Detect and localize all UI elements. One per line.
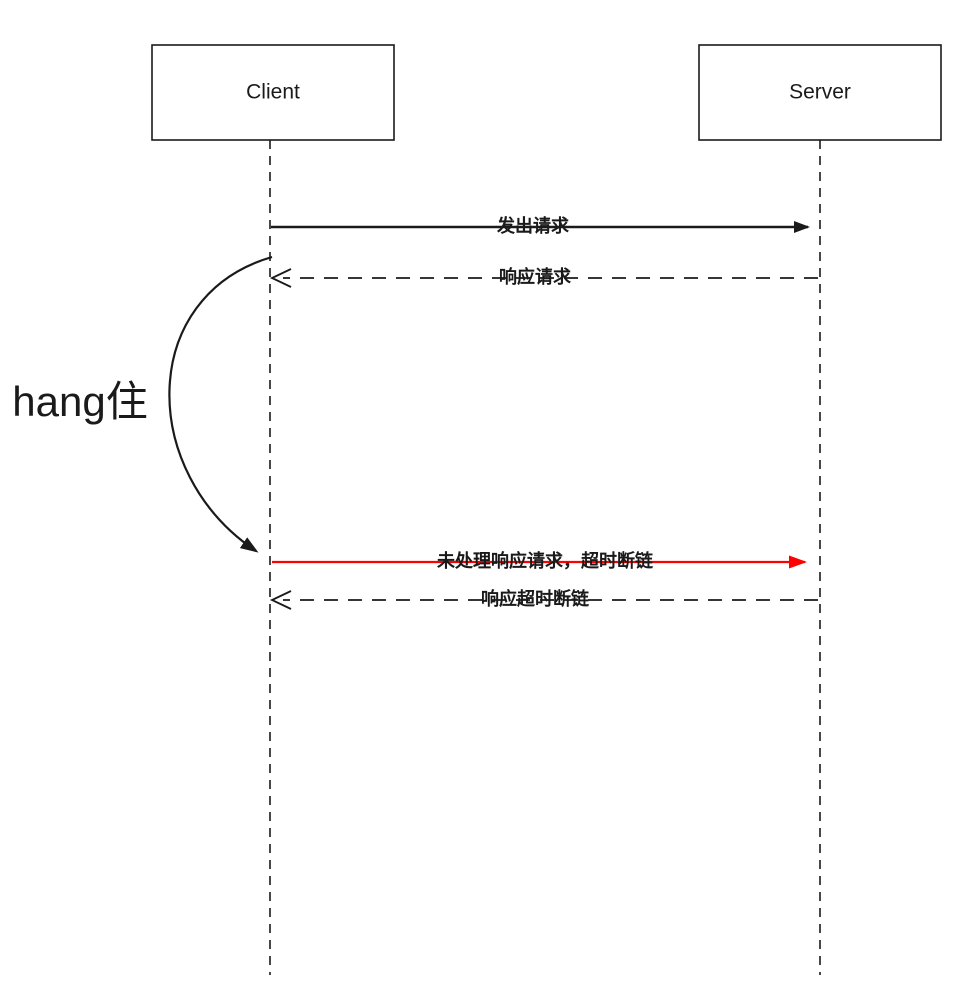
actor-box-server	[698, 44, 942, 141]
hang-annotation: hang住	[12, 255, 273, 553]
hang-label: hang住	[12, 378, 147, 425]
hang-curve	[168, 255, 273, 553]
message-timeout-label: 未处理响应请求，超时断链	[437, 550, 654, 571]
actor-client: Client	[151, 44, 395, 141]
message-timeout-response: 响应超时断链	[269, 588, 818, 610]
message-timeout: 未处理响应请求，超时断链	[272, 550, 807, 571]
message-request-label: 发出请求	[496, 215, 570, 236]
message-response-label: 响应请求	[499, 266, 572, 287]
actor-label-client: Client	[246, 81, 300, 104]
actor-label-server: Server	[789, 81, 851, 104]
actor-box-client	[151, 44, 395, 141]
message-timeout-response-label: 响应超时断链	[481, 588, 590, 609]
open-arrowhead-icon	[269, 268, 292, 288]
message-response: 响应请求	[269, 266, 818, 288]
message-request: 发出请求	[271, 215, 810, 236]
open-arrowhead-icon	[269, 590, 292, 610]
actor-server: Server	[698, 44, 942, 141]
